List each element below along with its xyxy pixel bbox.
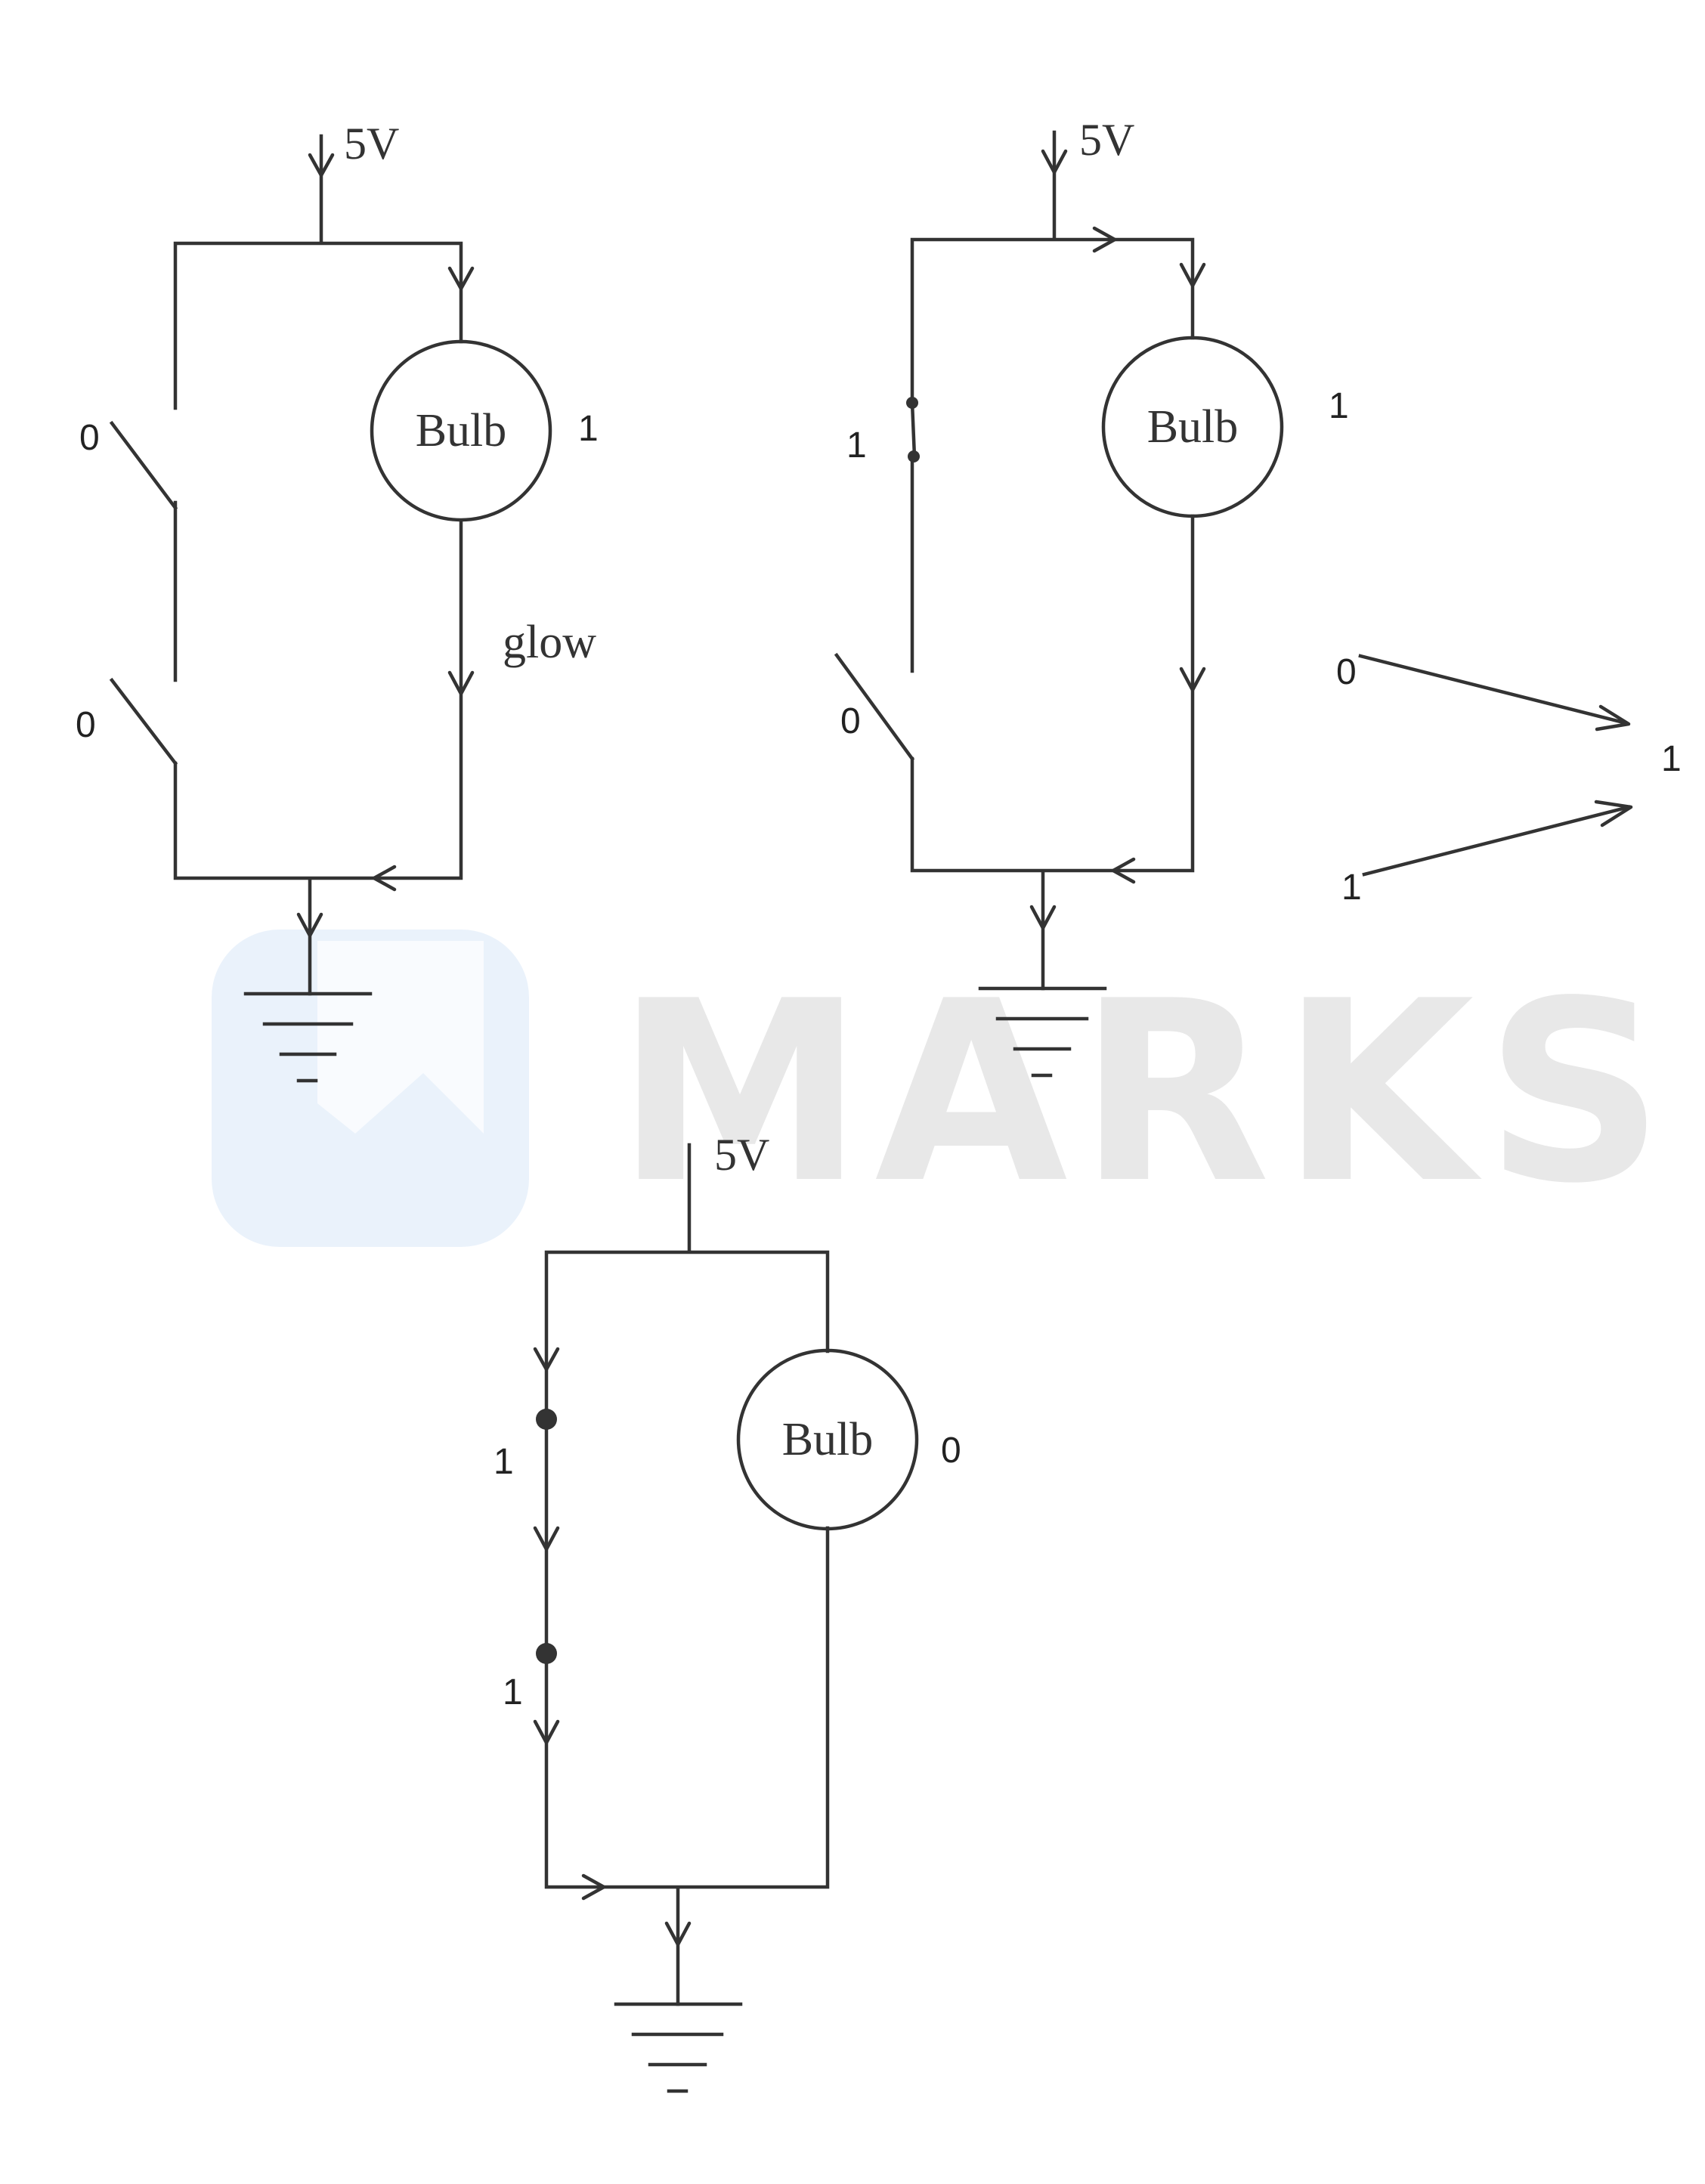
circuit-3-bulb-label: Bulb [782,1414,874,1465]
circuit-2-bulb-label: Bulb [1147,401,1239,453]
circuit-1-bulb-note: glow [503,617,596,668]
circuit-1-ground-arrow [296,912,323,938]
circuit-2-arrow-down-top [1179,262,1206,288]
circuit-1-bulb [370,339,552,522]
circuit-3-switch-bottom-value: 1 [503,1672,523,1712]
gate-input-top-line [1358,654,1629,725]
circuit-2-switch-top [910,401,917,459]
circuit-2-ground-arrow [1029,905,1057,930]
circuit-1-switch-top [109,420,178,511]
circuit-2: Bulb 5V 1 0 1 [834,115,1349,1078]
circuit-1-switch-bottom-value: 0 [76,705,96,745]
circuit-3-bulb-value: 0 [941,1431,961,1471]
circuit-3-switch-bottom-contact [536,1643,557,1664]
gate-symbol: 0 1 1 [1336,652,1682,908]
gate-input-top-value: 0 [1336,652,1357,692]
circuit-2-supply-arrow [1041,149,1068,175]
watermark-logo-mark [317,941,484,1134]
gate-output-value: 1 [1661,739,1682,779]
gate-input-bottom-line [1362,805,1631,877]
circuit-2-switch-top-contact-lower [908,450,920,462]
circuit-3-arrow-down-2 [533,1526,560,1551]
circuit-1-switch-top-value: 0 [79,418,100,458]
circuit-2-arrow-right [1092,226,1117,253]
circuit-1-wires [173,134,463,996]
circuit-1-bulb-label: Bulb [416,405,507,456]
circuit-3-bulb [736,1348,919,1531]
circuit-1-arrow-down-top [447,266,475,291]
circuit-2-arrow-down-bottom [1179,667,1206,692]
circuit-1-bulb-value: 1 [578,409,599,449]
circuit-1-arrow-left [372,865,397,892]
circuit-3-arrow-down-1 [533,1347,560,1372]
circuit-2-switch-top-contact-upper [906,397,918,409]
circuit-3-switch-top-value: 1 [494,1442,514,1482]
circuit-2-switch-bottom-value: 0 [840,701,861,741]
circuit-2-supply-label: 5V [1079,115,1134,165]
watermark: MARKS [212,930,1675,1247]
circuit-3: Bulb 5V 1 1 0 [494,1130,961,2093]
circuit-1-arrow-down-bottom [447,670,475,696]
circuit-3-arrow-right [581,1873,606,1901]
circuit-1-supply-label: 5V [344,119,399,169]
circuit-1: Bulb 5V 0 0 1 glow [76,119,599,1083]
gate-input-bottom-value: 1 [1341,868,1362,908]
circuit-2-bulb [1101,336,1284,518]
circuit-2-bulb-value: 1 [1329,386,1349,426]
circuit-1-switch-bottom [109,677,178,766]
circuit-2-arrow-left [1111,857,1136,884]
circuit-3-ground [614,2002,743,2093]
circuit-3-supply-label: 5V [714,1130,769,1180]
gate-input-bottom-arrow [1594,800,1633,828]
gate-input-top-arrow [1595,704,1631,732]
circuit-2-switch-bottom [834,652,915,762]
circuit-1-ground [243,991,373,1083]
watermark-text: MARKS [616,948,1675,1238]
circuit-3-wires [544,1143,830,2006]
circuit-1-supply-arrow [308,153,335,178]
circuit-2-wires [910,130,1195,991]
circuit-2-switch-top-value: 1 [846,425,867,466]
circuit-3-arrow-down-3 [533,1719,560,1745]
circuit-3-ground-arrow [664,1921,692,1947]
circuit-2-ground [978,986,1107,1078]
circuit-3-switch-top-contact [536,1409,557,1430]
